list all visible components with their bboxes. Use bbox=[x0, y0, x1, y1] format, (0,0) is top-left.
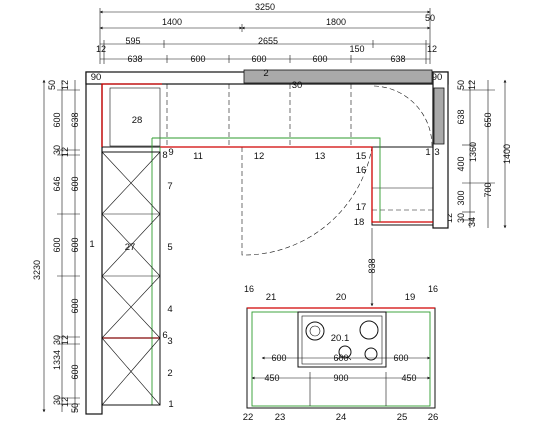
dim-island-row1-a: 600 bbox=[271, 353, 286, 363]
dim-row3-a: 12 bbox=[96, 44, 106, 54]
label-27: 27 bbox=[125, 242, 136, 253]
dim-island-row1-b: 600 bbox=[333, 353, 348, 363]
dim-left-seg: 50 bbox=[47, 80, 57, 90]
label-tall: 2 bbox=[167, 368, 172, 379]
dim-row4-a: 638 bbox=[127, 54, 142, 64]
label-island-bottom: 22 bbox=[243, 412, 254, 423]
dim-left-seg: 30 bbox=[52, 395, 62, 405]
item-labels: 1 27 28 1 2 3 4 5 6 7 8 9 11 12 13 15 16… bbox=[89, 68, 442, 423]
walls bbox=[85, 69, 449, 415]
left-dimension-lines: 3230 50 12 600 638 30 12 646 600 600 600… bbox=[32, 79, 80, 413]
dim-left-seg: 1334 bbox=[52, 350, 62, 370]
dim-island-row2-b: 900 bbox=[333, 373, 348, 383]
dim-island-top-left: 16 bbox=[244, 284, 254, 294]
label-top: 90 bbox=[91, 72, 102, 83]
label-upper: 15 bbox=[356, 151, 367, 162]
label-top: 30 bbox=[292, 80, 303, 91]
dim-left-seg: 638 bbox=[70, 112, 80, 127]
label-upper: 12 bbox=[254, 151, 265, 162]
dim-right-seg: 12 bbox=[444, 213, 454, 223]
dim-island-gap: 838 bbox=[367, 258, 377, 273]
dim-row4-b: 600 bbox=[190, 54, 205, 64]
dim-top-total: 3250 bbox=[255, 2, 275, 12]
label-upper: 16 bbox=[356, 165, 367, 176]
dim-right-seg: 30 bbox=[456, 213, 466, 223]
label-upper: 11 bbox=[193, 151, 203, 162]
green-outline bbox=[151, 137, 381, 405]
dim-left-seg: 50 bbox=[70, 403, 80, 413]
dim-right-mid: 1360 bbox=[468, 142, 478, 162]
label-top: 3 bbox=[434, 147, 439, 158]
dim-row3-b: 595 bbox=[125, 36, 140, 46]
dim-left-seg: 12 bbox=[60, 147, 70, 157]
dim-row4-d: 600 bbox=[312, 54, 327, 64]
dim-island-row2-a: 450 bbox=[264, 373, 279, 383]
dim-left-seg: 600 bbox=[52, 112, 62, 127]
hob-label: 20.1 bbox=[331, 333, 350, 344]
label-top: 90 bbox=[432, 72, 443, 83]
label-tall: 5 bbox=[167, 242, 172, 253]
dim-top-overhang: 50 bbox=[425, 13, 435, 23]
dim-left-seg: 12 bbox=[60, 80, 70, 90]
label-tall: 9 bbox=[168, 147, 173, 158]
dim-right-seg: 34 bbox=[467, 217, 477, 227]
label-top: 2 bbox=[263, 68, 268, 79]
dim-left-seg: 600 bbox=[70, 176, 80, 191]
label-tall: 6 bbox=[162, 330, 167, 341]
label-tall: 4 bbox=[167, 304, 172, 315]
label-upper: 13 bbox=[315, 151, 326, 162]
dim-left-seg: 600 bbox=[70, 298, 80, 313]
dim-left-seg: 600 bbox=[70, 237, 80, 252]
dim-row4-e: 638 bbox=[390, 54, 405, 64]
top-dimension-lines: 3250 50 1400 1800 12 595 2655 150 12 638… bbox=[96, 2, 437, 64]
label-island-bottom: 25 bbox=[397, 412, 408, 423]
label-tall: 8 bbox=[162, 150, 167, 161]
dim-right-seg: 638 bbox=[456, 109, 466, 124]
label-tall: 1 bbox=[168, 399, 173, 410]
label-tall: 3 bbox=[167, 336, 172, 347]
dim-top-left-run: 1400 bbox=[162, 17, 182, 27]
dim-island-top-right: 16 bbox=[428, 284, 438, 294]
dim-right-seg: 300 bbox=[456, 190, 466, 205]
label-upper: 17 bbox=[356, 202, 367, 213]
dim-right-mid: 700 bbox=[483, 182, 493, 197]
island: 838 16 16 600 600 600 450 900 450 20.1 bbox=[244, 228, 438, 409]
dim-left-seg: 600 bbox=[52, 237, 62, 252]
dim-row3-d: 150 bbox=[349, 44, 364, 54]
label-island-bottom: 24 bbox=[336, 412, 347, 423]
dim-row4-c: 600 bbox=[251, 54, 266, 64]
dim-left-seg: 30 bbox=[52, 335, 62, 345]
dim-top-right-run: 1800 bbox=[326, 17, 346, 27]
label-wall-left: 1 bbox=[89, 239, 94, 250]
dim-left-seg: 646 bbox=[52, 176, 62, 191]
label-island-bottom: 23 bbox=[275, 412, 286, 423]
label-upper: 18 bbox=[354, 217, 365, 228]
dim-right-mid: 650 bbox=[483, 112, 493, 127]
dim-right-seg: 50 bbox=[456, 80, 466, 90]
label-top: 1 bbox=[425, 147, 430, 158]
dim-island-row2-c: 450 bbox=[401, 373, 416, 383]
dim-left-seg: 12 bbox=[60, 397, 70, 407]
right-dimension-lines: 50 12 638 400 300 12 30 34 650 1360 700 … bbox=[444, 79, 512, 229]
label-island-top: 19 bbox=[405, 292, 416, 303]
dim-left-seg: 30 bbox=[52, 145, 62, 155]
tall-units bbox=[101, 151, 161, 406]
label-tall: 7 bbox=[167, 181, 172, 192]
dim-row3-e: 12 bbox=[427, 44, 437, 54]
dim-right-seg: 400 bbox=[456, 156, 466, 171]
dim-left-seg: 12 bbox=[60, 335, 70, 345]
label-island-top: 20 bbox=[336, 292, 347, 303]
dim-row3-c: 2655 bbox=[258, 36, 278, 46]
dim-left-seg: 600 bbox=[70, 364, 80, 379]
dim-right-outer: 1400 bbox=[502, 144, 512, 164]
dim-right-seg: 12 bbox=[467, 80, 477, 90]
dim-island-row1-c: 600 bbox=[393, 353, 408, 363]
dim-left-total: 3230 bbox=[32, 260, 42, 280]
label-island-bottom: 26 bbox=[428, 412, 439, 423]
label-island-top: 21 bbox=[266, 292, 277, 303]
label-28: 28 bbox=[132, 115, 143, 126]
